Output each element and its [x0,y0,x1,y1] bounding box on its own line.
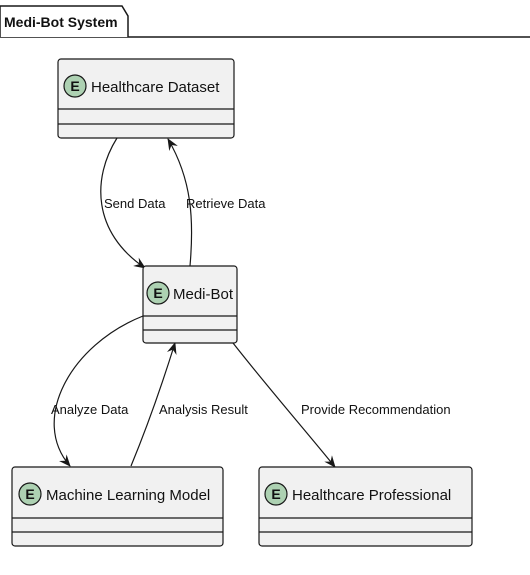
edge-analyze-data [53,315,144,467]
edge-label-analyze-data: Analyze Data [51,402,129,417]
entities: E Healthcare Dataset E Medi-Bot E Machin… [11,58,473,547]
entity-badge-letter: E [271,486,280,502]
edge-label-analysis-result: Analysis Result [159,402,248,417]
entity-badge-icon [146,281,170,305]
edges [53,137,336,468]
entity-badge-letter: E [25,486,34,502]
entity-badge-icon [63,74,87,98]
entity-name: Machine Learning Model [46,487,210,504]
entity-name: Healthcare Dataset [91,79,220,96]
entity-badge-letter: E [70,78,79,94]
entity-box [57,58,235,139]
entity-healthcare-professional[interactable]: E Healthcare Professional [258,466,473,547]
edge-labels: Send Data Retrieve Data Analyze Data Ana… [51,196,451,417]
package-title: Medi-Bot System [4,14,118,30]
entity-badge-icon [264,482,288,506]
entity-box [11,466,224,547]
entity-name: Healthcare Professional [292,487,451,504]
package-tab [0,5,129,37]
entity-medi-bot[interactable]: E Medi-Bot [142,265,238,344]
entity-machine-learning-model[interactable]: E Machine Learning Model [11,466,224,547]
edge-retrieve-data [167,138,193,267]
edge-analysis-result [130,342,177,467]
entity-box [258,466,473,547]
edge-label-send-data: Send Data [104,196,166,211]
edge-send-data [100,137,146,269]
entity-badge-icon [18,482,42,506]
entity-name: Medi-Bot [173,286,234,303]
entity-badge-letter: E [153,285,162,301]
package-frame: Medi-Bot System [0,5,530,38]
edge-label-provide-recommendation: Provide Recommendation [301,402,451,417]
edge-label-retrieve-data: Retrieve Data [186,196,266,211]
entity-healthcare-dataset[interactable]: E Healthcare Dataset [57,58,235,139]
edge-provide-recommendation [232,342,336,468]
